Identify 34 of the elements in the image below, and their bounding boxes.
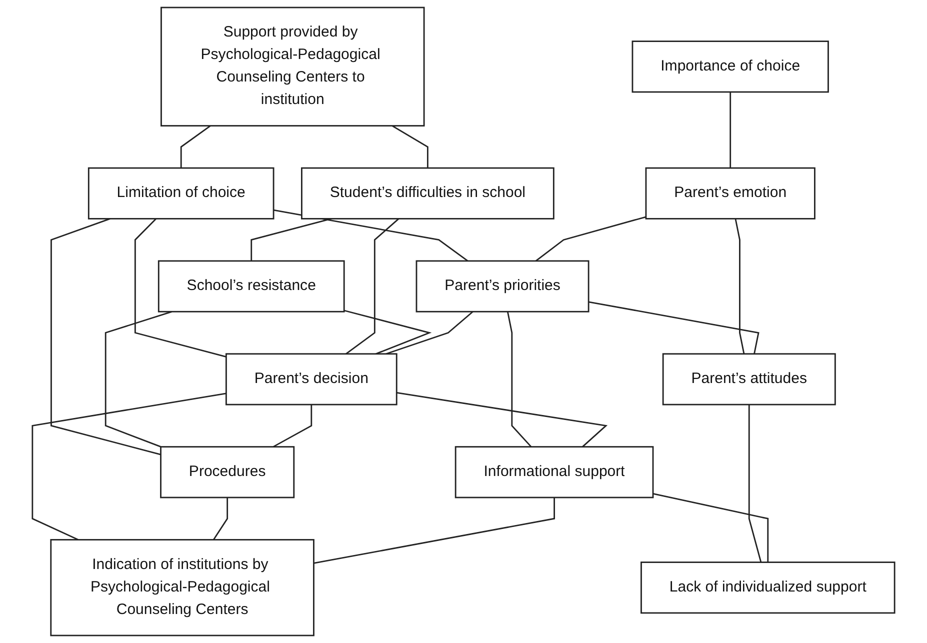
- connector: [272, 404, 312, 448]
- connector: [273, 209, 468, 262]
- connector: [32, 392, 226, 540]
- node-box: Support provided by Psychological-Pedagogical Counseling Centers to institution: [160, 6, 425, 126]
- connector: [180, 125, 211, 168]
- node-box: Parent’s emotion: [645, 167, 816, 220]
- connector: [134, 218, 226, 358]
- connector: [748, 404, 762, 562]
- connector: [344, 310, 432, 355]
- connector: [386, 311, 474, 355]
- node-box: Limitation of choice: [88, 167, 274, 220]
- node-box: Lack of individualized support: [640, 562, 896, 614]
- node-box: Parent’s decision: [225, 353, 398, 406]
- connector: [50, 218, 161, 456]
- connector: [734, 218, 745, 354]
- connector: [392, 125, 428, 168]
- connector: [104, 310, 172, 448]
- connector: [345, 218, 400, 354]
- node-box: Importance of choice: [632, 40, 829, 93]
- node-box: School’s resistance: [158, 260, 345, 312]
- node-box: Indication of institutions by Psychological-Pedagogical Counseling Centers: [50, 539, 314, 636]
- connector: [652, 492, 769, 562]
- node-box: Procedures: [160, 446, 295, 498]
- connector: [212, 498, 228, 540]
- node-box: Informational support: [454, 446, 654, 498]
- connector: [396, 392, 608, 448]
- connector: [314, 498, 555, 564]
- connector: [730, 92, 732, 168]
- connector: [506, 312, 532, 448]
- node-box: Student’s difficulties in school: [301, 167, 554, 220]
- connector: [588, 301, 760, 354]
- node-box: Parent’s attitudes: [662, 353, 836, 406]
- connector: [535, 216, 646, 262]
- node-box: Parent’s priorities: [416, 260, 590, 312]
